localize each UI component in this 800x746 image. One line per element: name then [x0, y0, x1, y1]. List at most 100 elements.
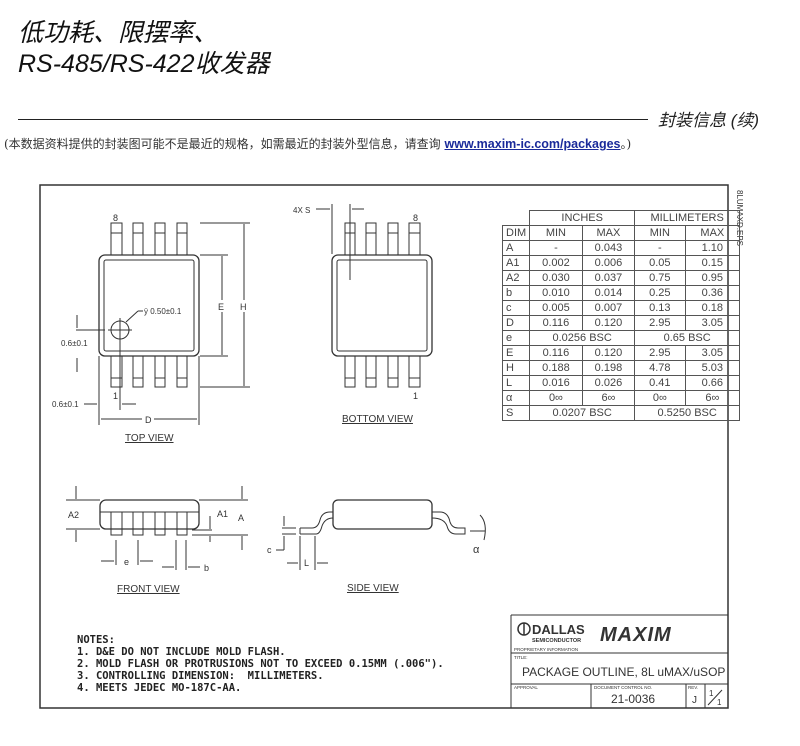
table-cell: 0.0256 BSC — [529, 330, 636, 346]
table-cell: A1 — [501, 255, 531, 271]
page-title: 低功耗、限摆率、 RS-485/RS-422收发器 — [18, 18, 269, 80]
rev-label: REV. — [688, 685, 698, 690]
column-header: MAX — [684, 225, 741, 241]
table-cell: 0.18 — [684, 300, 741, 316]
note-item: 2. MOLD FLASH OR PROTRUSIONS NOT TO EXCE… — [77, 658, 444, 670]
table-cell: - — [529, 240, 583, 256]
table-cell: E — [501, 345, 531, 361]
title-line-1: 低功耗、限摆率、 — [18, 19, 219, 47]
table-cell: 0.36 — [684, 285, 741, 301]
rev-value: J — [692, 695, 697, 706]
table-cell: 5.03 — [684, 360, 741, 376]
offset-dim-label: 0.6±0.1 — [61, 339, 88, 348]
dim-a1-label: A1 — [217, 509, 228, 519]
table-cell: A2 — [501, 270, 531, 286]
offset-dim-label-2: 0.6±0.1 — [52, 400, 79, 409]
table-cell: 0.41 — [634, 375, 686, 391]
table-corner — [502, 210, 531, 226]
dallas-logo: DALLAS — [532, 622, 585, 637]
sheet-total: 1 — [717, 698, 722, 707]
notes-heading: NOTES: — [77, 634, 115, 646]
table-row: A-0.043-1.10 — [501, 240, 741, 256]
package-title: PACKAGE OUTLINE, 8L uMAX/uSOP — [522, 665, 725, 679]
front-view-label: FRONT VIEW — [117, 584, 180, 595]
table-cell: 0.014 — [581, 285, 636, 301]
table-cell: 0.95 — [684, 270, 741, 286]
note-item: 1. D&E DO NOT INCLUDE MOLD FLASH. — [77, 646, 286, 658]
side-view-label: SIDE VIEW — [347, 583, 399, 594]
table-cell: 0.0207 BSC — [529, 405, 636, 421]
side-view: c L α SIDE VIEW — [267, 499, 486, 594]
table-cell: - — [634, 240, 686, 256]
table-cell: 0.25 — [634, 285, 686, 301]
table-cell: 0.188 — [529, 360, 583, 376]
notes: NOTES:1. D&E DO NOT INCLUDE MOLD FLASH.2… — [77, 634, 444, 694]
table-cell: α — [501, 390, 531, 406]
pin8-label: 8 — [413, 213, 418, 223]
front-view: A2 A1 A e b FRONT VIEW — [66, 486, 248, 595]
dim-s-label: 4X S — [293, 206, 310, 215]
title-block-grid — [510, 614, 728, 708]
dim-e-pitch-label: e — [124, 557, 129, 567]
title-label: TITLE: — [514, 655, 528, 660]
dim-alpha-label: α — [473, 544, 480, 556]
table-cell: 0.15 — [684, 255, 741, 271]
pin8-label: 8 — [113, 213, 118, 223]
section-heading: 封装信息 (续) — [658, 111, 760, 130]
dim-a-label: A — [238, 513, 244, 523]
top-view-label: TOP VIEW — [125, 433, 174, 444]
dim-l-label: L — [304, 558, 309, 568]
packages-link[interactable]: www.maxim-ic.com/packages — [444, 137, 621, 151]
table-cell: 0.65 BSC — [634, 330, 741, 346]
dim-d-label: D — [145, 415, 152, 425]
table-cell: 0.010 — [529, 285, 583, 301]
column-header: DIM — [501, 225, 531, 241]
table-cell: 0.198 — [581, 360, 636, 376]
table-cell: 0.006 — [581, 255, 636, 271]
dim-a2-label: A2 — [68, 510, 79, 520]
table-cell: 0.026 — [581, 375, 636, 391]
table-cell: 0∞ — [634, 390, 686, 406]
table-cell: 0.5250 BSC — [634, 405, 741, 421]
table-cell: 0.043 — [581, 240, 636, 256]
dallas-logo-sub: SEMICONDUCTOR — [532, 638, 581, 644]
column-header: MIN — [634, 225, 686, 241]
column-header: MAX — [581, 225, 636, 241]
note-item: 4. MEETS JEDEC MO-187C-AA. — [77, 682, 242, 694]
table-group-header: INCHES MILLIMETERS — [502, 210, 741, 226]
table-cell: 0.120 — [581, 315, 636, 331]
top-view: 8 1 E H D ÿ 0.50±0.1 0.6±0.1 0.6±0.1 TOP… — [52, 213, 250, 444]
table-cell: 0.016 — [529, 375, 583, 391]
sheet-number: 1 — [709, 689, 714, 698]
drawing-frame — [39, 184, 729, 709]
table-cell: b — [501, 285, 531, 301]
bottom-view: 4X S 8 1 BOTTOM VIEW — [293, 204, 433, 425]
table-cell: 0.120 — [581, 345, 636, 361]
table-cell: 0.002 — [529, 255, 583, 271]
table-cell: 0.037 — [581, 270, 636, 286]
proprietary-label: PROPRIETARY INFORMATION — [514, 647, 578, 652]
table-cell: e — [501, 330, 531, 346]
notice-suffix: 。) — [620, 137, 632, 151]
pin1-label: 1 — [413, 391, 418, 401]
table-cell: 2.95 — [634, 345, 686, 361]
table-cell: 0.116 — [529, 345, 583, 361]
dim-c-label: c — [267, 545, 272, 555]
bottom-view-label: BOTTOM VIEW — [342, 414, 413, 425]
table-cell: 0.030 — [529, 270, 583, 286]
table-cell: H — [501, 360, 531, 376]
dimensions-table: INCHES MILLIMETERS DIM MIN MAX MIN MAX A… — [501, 210, 741, 421]
table-cell: 3.05 — [684, 315, 741, 331]
table-cell: 1.10 — [684, 240, 741, 256]
